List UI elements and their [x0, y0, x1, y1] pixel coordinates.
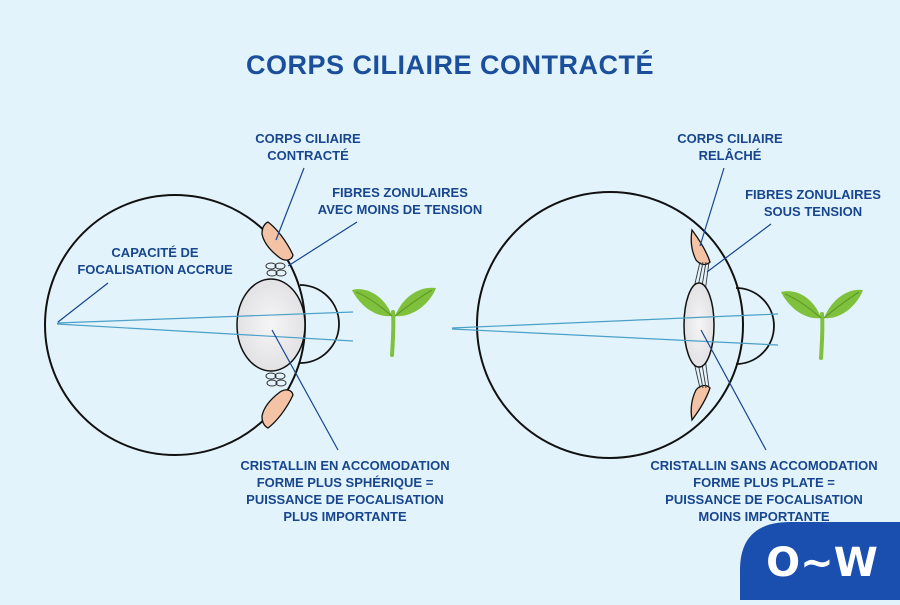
label-left-lens: CRISTALLIN EN ACCOMODATION FORME PLUS SP… — [225, 457, 465, 525]
logo-text: O~W — [766, 540, 878, 586]
right-plant-icon — [781, 289, 863, 360]
label-left-ciliary-body: CORPS CILIAIRE CONTRACTÉ — [238, 130, 378, 164]
label-line: MOINS IMPORTANTE — [698, 509, 830, 524]
logo-badge — [740, 522, 900, 600]
right-eyeball — [476, 191, 744, 459]
right-ciliary-body-top — [690, 228, 711, 266]
label-line: CRISTALLIN SANS ACCOMODATION — [650, 458, 878, 473]
left-leader-lines — [57, 167, 358, 451]
label-line: CAPACITÉ DE — [111, 245, 199, 260]
label-line: CORPS CILIAIRE — [677, 131, 783, 146]
right-ciliary-body-bottom — [690, 384, 711, 422]
left-eye — [44, 167, 358, 456]
label-line: PLUS IMPORTANTE — [283, 509, 407, 524]
label-right-ciliary-body: CORPS CILIAIRE RELÂCHÉ — [660, 130, 800, 164]
label-line: CONTRACTÉ — [267, 148, 349, 163]
left-plant-icon — [352, 287, 436, 357]
label-line: RELÂCHÉ — [698, 148, 762, 163]
label-line: SOUS TENSION — [763, 204, 863, 219]
label-line: FIBRES ZONULAIRES — [745, 187, 881, 202]
left-zonular-fibres-top — [265, 262, 287, 277]
label-line: FOCALISATION ACCRUE — [77, 262, 233, 277]
label-left-zonular-fibres: FIBRES ZONULAIRES AVEC MOINS DE TENSION — [300, 184, 500, 218]
label-line: FORME PLUS PLATE = — [693, 475, 835, 490]
label-line: AVEC MOINS DE TENSION — [317, 202, 483, 217]
label-line: CORPS CILIAIRE — [255, 131, 361, 146]
right-light-rays — [451, 313, 779, 346]
label-right-zonular-fibres: FIBRES ZONULAIRES SOUS TENSION — [728, 186, 898, 220]
right-eye — [451, 167, 779, 459]
right-lens — [683, 282, 715, 368]
page-title: CORPS CILIAIRE CONTRACTÉ — [245, 50, 654, 80]
right-cornea — [735, 287, 775, 365]
label-left-focus: CAPACITÉ DE FOCALISATION ACCRUE — [75, 244, 235, 278]
label-line: FIBRES ZONULAIRES — [332, 185, 468, 200]
left-light-rays — [56, 311, 354, 342]
left-zonular-fibres-bottom — [265, 372, 287, 387]
left-ciliary-body-top — [261, 221, 294, 261]
left-lens — [236, 278, 306, 372]
label-line: FORME PLUS SPHÉRIQUE = — [256, 475, 434, 490]
left-ciliary-body-bottom — [261, 389, 294, 429]
right-leader-lines — [699, 167, 772, 451]
left-cornea — [299, 284, 340, 364]
label-right-lens: CRISTALLIN SANS ACCOMODATION FORME PLUS … — [638, 457, 890, 525]
label-line: PUISSANCE DE FOCALISATION — [665, 492, 863, 507]
label-line: PUISSANCE DE FOCALISATION — [246, 492, 444, 507]
label-line: CRISTALLIN EN ACCOMODATION — [240, 458, 450, 473]
